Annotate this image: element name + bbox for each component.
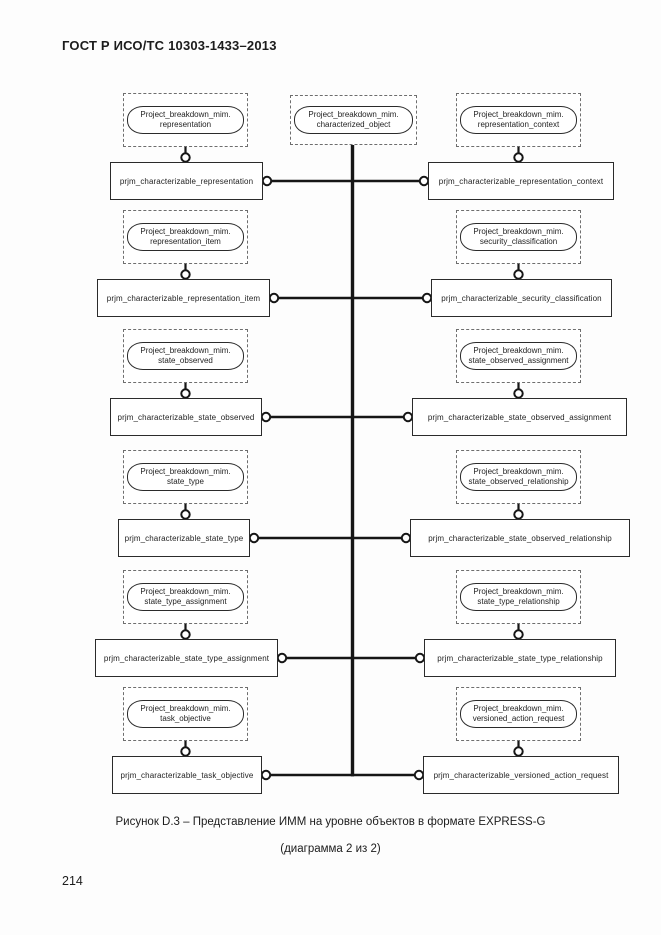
entity-box-state-type-assignment: prjm_characterizable_state_type_assignme…: [95, 639, 278, 677]
page-ref-oval: Project_breakdown_mim. versioned_action_…: [460, 700, 577, 728]
ref-entity: characterized_object: [316, 120, 391, 129]
page-ref-oval: Project_breakdown_mim. representation_co…: [460, 106, 577, 134]
ref-schema: Project_breakdown_mim.: [473, 110, 564, 119]
ref-schema: Project_breakdown_mim.: [140, 704, 231, 713]
entity-label: prjm_characterizable_state_type_assignme…: [103, 653, 270, 663]
entity-box-security-classification: prjm_characterizable_security_classifica…: [431, 279, 612, 317]
ref-schema: Project_breakdown_mim.: [140, 110, 231, 119]
entity-label: prjm_characterizable_representation_item: [106, 293, 261, 303]
entity-label: prjm_characterizable_task_objective: [120, 770, 254, 780]
ref-box-representation: Project_breakdown_mim. representation: [123, 93, 248, 147]
entity-box-state-observed: prjm_characterizable_state_observed: [110, 398, 262, 436]
entity-label: prjm_characterizable_state_type: [124, 533, 244, 543]
ref-schema: Project_breakdown_mim.: [140, 227, 231, 236]
ref-schema: Project_breakdown_mim.: [473, 346, 564, 355]
entity-box-versioned-action-request: prjm_characterizable_versioned_action_re…: [423, 756, 619, 794]
ref-entity: representation_item: [150, 237, 221, 246]
ref-schema: Project_breakdown_mim.: [140, 346, 231, 355]
ref-schema: Project_breakdown_mim.: [473, 467, 564, 476]
figure-caption-line1: Рисунок D.3 – Представление ИММ на уровн…: [115, 816, 546, 828]
ref-box-representation-context: Project_breakdown_mim. representation_co…: [456, 93, 581, 147]
ref-entity: representation: [159, 120, 212, 129]
ref-box-state-type-relationship: Project_breakdown_mim. state_type_relati…: [456, 570, 581, 624]
figure-caption: Рисунок D.3 – Представление ИММ на уровн…: [0, 814, 661, 857]
ref-box-state-type-assignment: Project_breakdown_mim. state_type_assign…: [123, 570, 248, 624]
entity-label: prjm_characterizable_state_observed: [117, 412, 255, 422]
ref-box-state-type: Project_breakdown_mim. state_type: [123, 450, 248, 504]
ref-entity: task_objective: [160, 714, 211, 723]
ref-entity: state_type_assignment: [144, 597, 227, 606]
entity-label: prjm_characterizable_representation_cont…: [438, 176, 604, 186]
entity-box-representation-item: prjm_characterizable_representation_item: [97, 279, 270, 317]
entity-box-representation-context: prjm_characterizable_representation_cont…: [428, 162, 614, 200]
page-ref-oval: Project_breakdown_mim. state_type_assign…: [127, 583, 244, 611]
entity-box-representation: prjm_characterizable_representation: [110, 162, 263, 200]
page-ref-oval: Project_breakdown_mim. state_observed: [127, 342, 244, 370]
ref-box-state-observed-relationship: Project_breakdown_mim. state_observed_re…: [456, 450, 581, 504]
page-ref-oval: Project_breakdown_mim. security_classifi…: [460, 223, 577, 251]
ref-box-task-objective: Project_breakdown_mim. task_objective: [123, 687, 248, 741]
entity-box-state-observed-assignment: prjm_characterizable_state_observed_assi…: [412, 398, 627, 436]
entity-label: prjm_characterizable_versioned_action_re…: [433, 770, 609, 780]
ref-entity: state_type_relationship: [477, 597, 560, 606]
ref-schema: Project_breakdown_mim.: [473, 587, 564, 596]
page-ref-oval: Project_breakdown_mim. representation: [127, 106, 244, 134]
page-ref-oval: Project_breakdown_mim. state_type_relati…: [460, 583, 577, 611]
ref-schema: Project_breakdown_mim.: [140, 587, 231, 596]
ref-schema: Project_breakdown_mim.: [140, 467, 231, 476]
ref-entity: state_observed: [158, 356, 213, 365]
figure-caption-line2: (диаграмма 2 из 2): [280, 843, 381, 855]
entity-box-state-observed-relationship: prjm_characterizable_state_observed_rela…: [410, 519, 630, 557]
ref-entity: state_type: [167, 477, 204, 486]
page-number: 214: [62, 874, 83, 888]
page-ref-oval: Project_breakdown_mim. state_type: [127, 463, 244, 491]
ref-box-state-observed-assignment: Project_breakdown_mim. state_observed_as…: [456, 329, 581, 383]
ref-box-versioned-action-request: Project_breakdown_mim. versioned_action_…: [456, 687, 581, 741]
page-ref-oval: Project_breakdown_mim. representation_it…: [127, 223, 244, 251]
entity-label: prjm_characterizable_security_classifica…: [441, 293, 602, 303]
page-ref-oval: Project_breakdown_mim. characterized_obj…: [294, 106, 413, 134]
ref-entity: state_observed_relationship: [468, 477, 569, 486]
ref-box-representation-item: Project_breakdown_mim. representation_it…: [123, 210, 248, 264]
entity-box-state-type-relationship: prjm_characterizable_state_type_relation…: [424, 639, 616, 677]
page-ref-oval: Project_breakdown_mim. task_objective: [127, 700, 244, 728]
ref-schema: Project_breakdown_mim.: [308, 110, 399, 119]
ref-entity: representation_context: [477, 120, 560, 129]
page-ref-oval: Project_breakdown_mim. state_observed_as…: [460, 342, 577, 370]
entity-box-state-type: prjm_characterizable_state_type: [118, 519, 250, 557]
ref-box-characterized-object: Project_breakdown_mim. characterized_obj…: [290, 95, 417, 145]
ref-box-state-observed: Project_breakdown_mim. state_observed: [123, 329, 248, 383]
entity-label: prjm_characterizable_state_type_relation…: [437, 653, 603, 663]
entity-label: prjm_characterizable_state_observed_rela…: [428, 533, 612, 543]
entity-label: prjm_characterizable_representation: [119, 176, 254, 186]
ref-entity: versioned_action_request: [472, 714, 565, 723]
document-header: ГОСТ Р ИСО/ТС 10303-1433–2013: [62, 38, 277, 53]
ref-entity: security_classification: [479, 237, 558, 246]
ref-schema: Project_breakdown_mim.: [473, 227, 564, 236]
entity-label: prjm_characterizable_state_observed_assi…: [427, 412, 612, 422]
page-ref-oval: Project_breakdown_mim. state_observed_re…: [460, 463, 577, 491]
ref-box-security-classification: Project_breakdown_mim. security_classifi…: [456, 210, 581, 264]
ref-entity: state_observed_assignment: [468, 356, 569, 365]
entity-box-task-objective: prjm_characterizable_task_objective: [112, 756, 262, 794]
ref-schema: Project_breakdown_mim.: [473, 704, 564, 713]
